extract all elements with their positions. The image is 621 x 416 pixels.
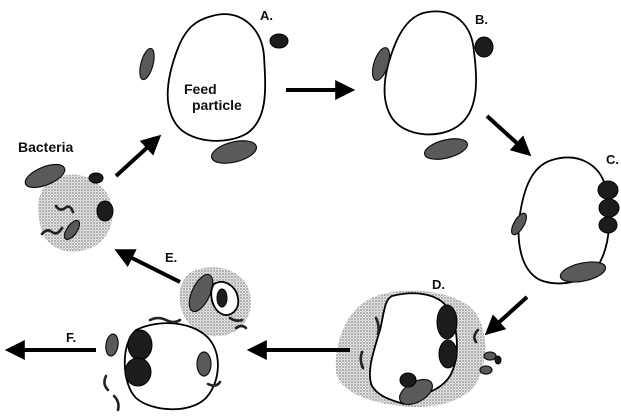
stage-b — [369, 11, 493, 163]
label-d: D. — [432, 277, 445, 292]
attached-bacterium — [125, 358, 151, 386]
stage-c — [509, 158, 619, 286]
feed-particle — [168, 14, 265, 141]
feed-particle-label-line1: Feed — [184, 81, 217, 97]
bacterium — [105, 333, 120, 356]
free-bacterium — [89, 173, 103, 183]
arrow-bacteria-to-a — [116, 145, 150, 176]
attached-bacterium — [599, 217, 617, 233]
label-a: A. — [260, 8, 273, 23]
bacterium — [495, 356, 501, 364]
stage-d — [336, 291, 501, 410]
filament-bacterium — [150, 318, 180, 322]
attached-bacterium — [197, 352, 211, 376]
label-c: C. — [606, 152, 619, 167]
attached-bacterium — [439, 340, 457, 368]
filament-bacterium — [114, 396, 119, 410]
attached-bacterium — [217, 289, 227, 307]
attached-bacterium — [400, 373, 416, 387]
bacterium — [484, 352, 496, 360]
feed-particle-label-line2: particle — [192, 97, 242, 113]
attached-bacterium — [475, 37, 493, 57]
free-bacterium — [97, 201, 113, 221]
attached-bacterium — [128, 330, 152, 360]
bacterium — [480, 366, 492, 374]
attached-bacterium — [599, 199, 619, 217]
label-f: F. — [66, 330, 76, 345]
filament-bacterium — [104, 376, 108, 390]
arrow-c-to-d — [496, 297, 527, 325]
bacteria-label: Bacteria — [18, 139, 73, 155]
filament-bacterium — [236, 326, 246, 328]
attached-bacterium — [437, 305, 457, 339]
bacterium — [270, 34, 288, 48]
feed-particle — [384, 11, 476, 134]
attached-bacterium — [598, 181, 618, 199]
label-b: B. — [475, 12, 488, 27]
free-bacteria-group — [22, 160, 113, 252]
label-e: E. — [165, 250, 177, 265]
bacterium — [137, 47, 157, 81]
arrow-b-to-c — [487, 116, 520, 146]
bacterium — [422, 135, 469, 163]
